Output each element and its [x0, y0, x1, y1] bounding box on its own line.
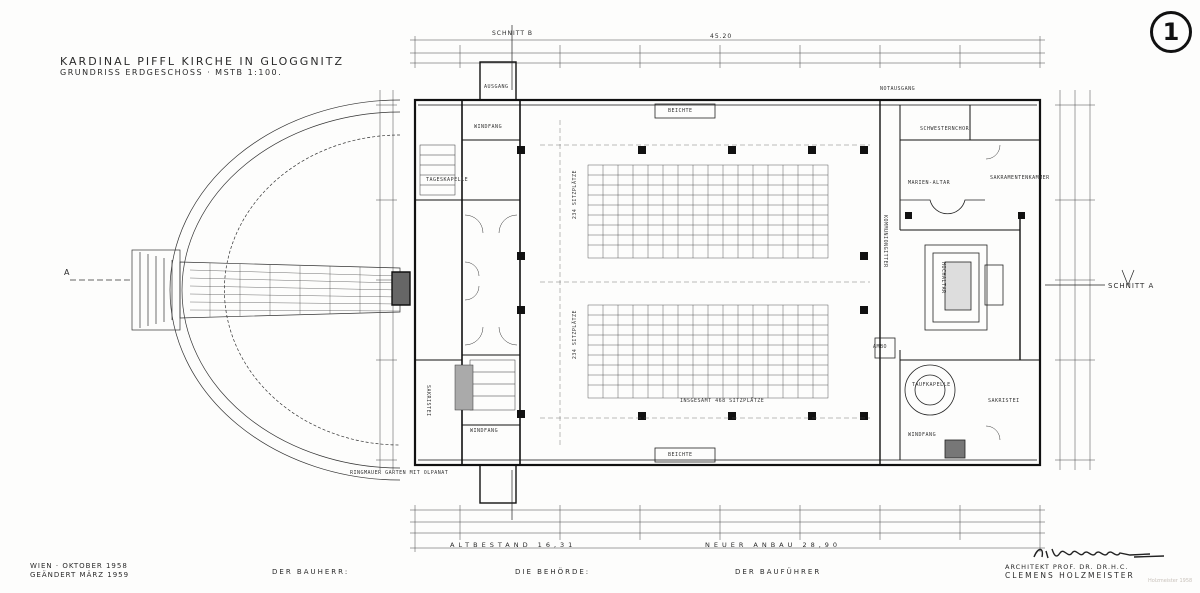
center-axes — [540, 120, 870, 445]
architect-line-2: CLEMENS HOLZMEISTER — [1005, 571, 1135, 580]
room-beichte-bottom: BEICHTE — [668, 452, 693, 458]
room-sakramentenkammer: SAKRAMENTENKAMMER — [990, 175, 1050, 181]
confessionals — [654, 103, 716, 463]
room-windfang-top: WINDFANG — [474, 124, 503, 130]
room-hochaltar: HOCHALTAR — [940, 262, 946, 294]
section-marks — [511, 25, 1135, 520]
room-tageskapelle: TAGESKAPELLE — [426, 177, 469, 183]
architect-signature — [1033, 548, 1165, 559]
architect-line-1: ARCHITEKT PROF. DR. DR.H.C. — [1005, 563, 1129, 571]
signature-field-baufuehrer: DER BAUFÜHRER — [735, 568, 822, 576]
drawing-subtitle: GRUNDRISS ERDGESCHOSS · MSTB 1:100. — [60, 68, 283, 77]
doors — [464, 144, 1001, 441]
date-line-1: WIEN · OKTOBER 1958 — [30, 562, 128, 570]
room-marienaltar: MARIEN-ALTAR — [908, 180, 951, 186]
note-ringmauer: RINGMAUER GARTEN MIT OLPANAT — [350, 470, 449, 476]
forecourt — [70, 99, 401, 481]
room-kommunionbank: KOMMUNIONGITTER — [882, 215, 888, 268]
seating-bottom: 234 SITZPLÄTZE — [572, 310, 578, 360]
archive-stamp: Holzmeister 1958 — [1148, 578, 1193, 584]
overall-width-dimension: 45.20 — [710, 33, 733, 40]
altar — [874, 199, 1004, 459]
section-a-left-label: A — [64, 268, 71, 277]
room-windfang-right: WINDFANG — [908, 432, 937, 438]
room-notausgang: NOTAUSGANG — [880, 86, 916, 92]
porches — [391, 61, 517, 504]
section-a-right-label: SCHNITT A — [1108, 282, 1155, 290]
pew-block-bottom — [587, 304, 829, 399]
seating-top: 234 SITZPLÄTZE — [572, 170, 578, 220]
room-ausgang: AUSGANG — [484, 84, 509, 90]
date-line-2: GEÄNDERT MÄRZ 1959 — [30, 571, 130, 579]
section-b-label: SCHNITT B — [492, 30, 534, 37]
columns — [517, 146, 1025, 420]
neuer-anbau-label: NEUER ANBAU 28,90 — [705, 541, 842, 549]
altbestand-label: ALTBESTAND 16,31 — [450, 541, 577, 549]
room-taufkapelle: TAUFKAPELLE — [912, 382, 951, 388]
room-ambo: AMBO — [873, 344, 888, 350]
drawing-title: KARDINAL PIFFL KIRCHE IN GLOGGNITZ — [60, 55, 345, 68]
room-beichte-top: BEICHTE — [668, 108, 693, 114]
seating-total: INSGESAMT 468 SITZPLÄTZE — [680, 398, 765, 404]
room-sakristei-right: SAKRISTEI — [988, 398, 1020, 404]
room-schwesternchor: SCHWESTERNCHOR — [920, 126, 970, 132]
signature-field-bauherr: DER BAUHERR: — [272, 568, 350, 576]
room-windfang-bottom: WINDFANG — [470, 428, 499, 434]
sheet-number-badge: 1 — [1150, 11, 1192, 53]
pew-block-top — [587, 164, 829, 259]
signature-field-behoerde: DIE BEHÖRDE: — [515, 568, 591, 576]
room-sakristei-left: SAKRISTEI — [425, 385, 431, 417]
left-service — [419, 144, 516, 411]
